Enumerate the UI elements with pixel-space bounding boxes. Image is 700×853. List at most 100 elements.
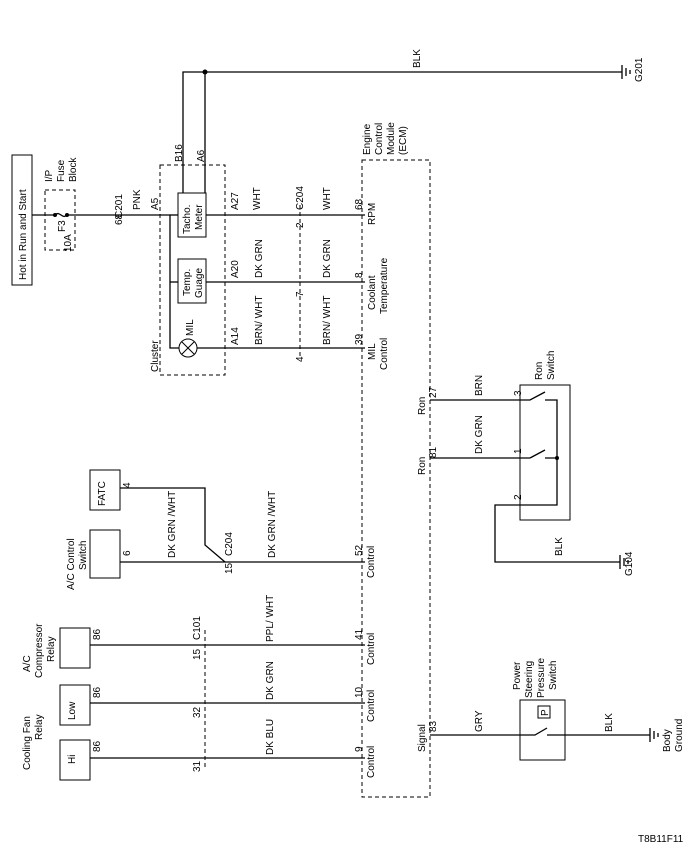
ac-relay-label-1: A/C [22, 655, 33, 672]
ecm-pin-52: 52 [354, 544, 365, 556]
ps-switch-label-1: Power [512, 661, 523, 690]
ron-switch-label-1: Ron [534, 362, 545, 380]
ac-switch-label-1: A/C Control [66, 538, 77, 590]
cluster-outline [159, 164, 226, 376]
fuse-pin: 68 [114, 213, 125, 225]
ecm-pin-83: 83 [428, 720, 439, 732]
wire-label-brnwht-2: BRN/ WHT [322, 296, 333, 345]
wire-label-brn: BRN [474, 375, 485, 396]
ac-switch-label-2: Switch [78, 541, 89, 570]
cluster-pin-a14: A14 [230, 327, 241, 345]
figure-code: T8B11F11 [638, 834, 684, 845]
c101-pin-32: 32 [192, 706, 203, 718]
temp-label-2: Guage [194, 268, 205, 298]
ac-relay-label-2: Compressor [34, 623, 45, 678]
ecm-pin-8: 8 [354, 272, 365, 278]
c101-pin-31: 31 [192, 760, 203, 772]
ecm-ctrl-41: Control [366, 633, 377, 665]
tacho-meter-box [177, 192, 207, 238]
mil-lamp-cross [181, 341, 195, 355]
tacho-label-1: Tacho. [182, 205, 193, 234]
wire-b16 [182, 71, 205, 193]
wire-label-wht-2: WHT [322, 187, 333, 210]
ground-g201-icon [621, 65, 631, 79]
ps-switch-label-2: Steering [524, 661, 535, 698]
temp-label-1: Temp. [182, 269, 193, 296]
fatc-box [89, 469, 121, 511]
ps-switch-label-3: Pressure [536, 658, 547, 698]
ecm-title-1: Engine [362, 123, 373, 155]
cluster-label: Cluster [150, 340, 161, 372]
fan-relay-hi-pin: 86 [92, 740, 103, 752]
body-ground-label-1: Body [662, 729, 673, 752]
wire-dkgrnwht-fatc [120, 487, 226, 563]
ecm-ctrl-52: Control [366, 546, 377, 578]
ecm-pin-10: 10 [354, 686, 365, 698]
ron-switch-contacts [520, 391, 558, 459]
power-label: Hot in Run and Start [18, 189, 29, 280]
ecm-signal: Signal [417, 724, 428, 752]
ecm-ron-2: Ron [417, 457, 428, 475]
wire-label-blk-g104: BLK [554, 537, 565, 556]
ground-g104-label: G104 [624, 551, 635, 576]
wire-label-dkgrn-1: DK GRN [254, 239, 265, 278]
ron-pin-1: 1 [513, 448, 524, 454]
wire-label-dkblu: DK BLU [265, 719, 276, 755]
fan-relay-low-pin: 86 [92, 686, 103, 698]
ecm-mil: MIL [367, 343, 378, 360]
ecm-outline [361, 159, 431, 798]
wire-blk-g104 [494, 504, 620, 563]
ecm-rpm: RPM [367, 203, 378, 225]
fan-relay-label-1: Cooling Fan [22, 716, 33, 770]
mil-label: MIL [185, 319, 196, 336]
fan-relay-hi-label: Hi [67, 755, 78, 764]
ecm-pin-41: 41 [354, 628, 365, 640]
ecm-ctrl-9: Control [366, 746, 377, 778]
wire-label-pnk: PNK [132, 189, 143, 210]
body-ground-label-2: Ground [674, 719, 685, 752]
ground-g201-label: G201 [634, 57, 645, 82]
cluster-pin-b16: B16 [174, 144, 185, 162]
ps-switch-p: P [540, 709, 551, 716]
c101-pin-15: 15 [192, 648, 203, 660]
fan-relay-label-2: Relay [34, 714, 45, 740]
ron-switch-label-2: Switch [546, 351, 557, 380]
fatc-pin-4: 4 [122, 482, 133, 488]
ps-switch-p-box [537, 705, 551, 719]
wire-label-dkgrn-ron: DK GRN [474, 415, 485, 454]
wire-label-wht-1: WHT [252, 187, 263, 210]
ecm-pin-27: 27 [428, 386, 439, 398]
ecm-mil-control: Control [379, 338, 390, 370]
c204-pin-15: 15 [224, 562, 235, 574]
fuse-block-title-fuse: Fuse [56, 159, 67, 182]
wire-label-dkgrn-2: DK GRN [322, 239, 333, 278]
wire-label-blk-body: BLK [604, 713, 615, 732]
wire-label-gry: GRY [474, 710, 485, 732]
wire-label-brnwht-1: BRN/ WHT [254, 296, 265, 345]
ecm-pin-68: 68 [354, 198, 365, 210]
ac-relay-box [59, 627, 91, 669]
ac-relay-label-3: Relay [46, 636, 57, 662]
c204-label-top: C204 [295, 186, 306, 210]
ron-switch-box [519, 384, 571, 521]
wire-cluster-feed [155, 214, 171, 340]
wire-mil-feed [169, 340, 179, 349]
c204-pin-2: 2 [295, 222, 306, 228]
c204-label-bottom: C204 [224, 532, 235, 556]
ecm-ron-1: Ron [417, 397, 428, 415]
ecm-title-2: Control [374, 123, 385, 155]
fuse-block-title-ip: I/P [44, 169, 55, 182]
wire-label-dkgrn-3: DK GRN [265, 661, 276, 700]
wire-label-blk-g201: BLK [412, 49, 423, 68]
ecm-pin-39: 39 [354, 333, 365, 345]
wire-label-dkgrnwht-1: DK GRN /WHT [167, 491, 178, 558]
ecm-pin-9: 9 [354, 746, 365, 752]
fatc-label: FATC [97, 481, 108, 506]
c101-label: C101 [192, 616, 203, 640]
ron-switch-common [520, 458, 558, 506]
connector-c201: C201 [114, 194, 125, 218]
ecm-title-3: Module [386, 122, 397, 155]
fuse-rating: 10A [63, 234, 74, 252]
temp-gauge-box [177, 258, 207, 304]
